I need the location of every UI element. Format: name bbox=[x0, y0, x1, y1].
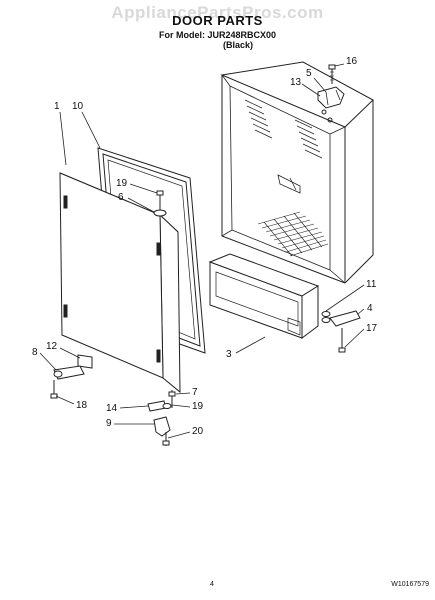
callout-11: 11 bbox=[366, 279, 377, 290]
callout-12: 12 bbox=[46, 341, 58, 352]
top-hinge bbox=[317, 86, 345, 109]
callout-17: 17 bbox=[366, 323, 378, 334]
cabinet-illustration bbox=[220, 61, 374, 284]
bottom-hinge-parts bbox=[147, 390, 176, 446]
callout-19-lower: 19 bbox=[192, 401, 204, 412]
lower-hinge-right bbox=[321, 310, 361, 353]
callout-5: 5 bbox=[306, 68, 312, 79]
callout-13: 13 bbox=[290, 77, 302, 88]
model-line: For Model: JUR248RBCX00 bbox=[158, 30, 277, 40]
document-number: W10167579 bbox=[391, 581, 429, 588]
page-number: 4 bbox=[210, 581, 214, 588]
callout-9: 9 bbox=[106, 418, 112, 429]
callout-18: 18 bbox=[76, 400, 88, 411]
callout-3: 3 bbox=[226, 349, 232, 360]
callout-10: 10 bbox=[72, 101, 84, 112]
door-panel bbox=[59, 172, 181, 394]
callout-4: 4 bbox=[367, 303, 373, 314]
callout-1: 1 bbox=[54, 101, 60, 112]
variant-label: (Black) bbox=[222, 40, 253, 50]
callout-14: 14 bbox=[106, 403, 118, 414]
site-watermark: AppliancePartsPros.com bbox=[111, 3, 324, 22]
callout-6: 6 bbox=[118, 192, 124, 203]
hinge-screw-16 bbox=[328, 64, 336, 84]
leader-lines bbox=[39, 63, 365, 439]
callout-20: 20 bbox=[192, 426, 204, 437]
upper-hinge-pin bbox=[153, 190, 167, 218]
door-bin bbox=[208, 253, 320, 339]
callout-8: 8 bbox=[32, 347, 38, 358]
page-title: DOOR PARTS bbox=[172, 13, 263, 28]
callout-16: 16 bbox=[346, 56, 358, 67]
callout-19-upper: 19 bbox=[116, 178, 128, 189]
callout-7: 7 bbox=[192, 387, 198, 398]
lower-hinge-left bbox=[50, 354, 93, 399]
